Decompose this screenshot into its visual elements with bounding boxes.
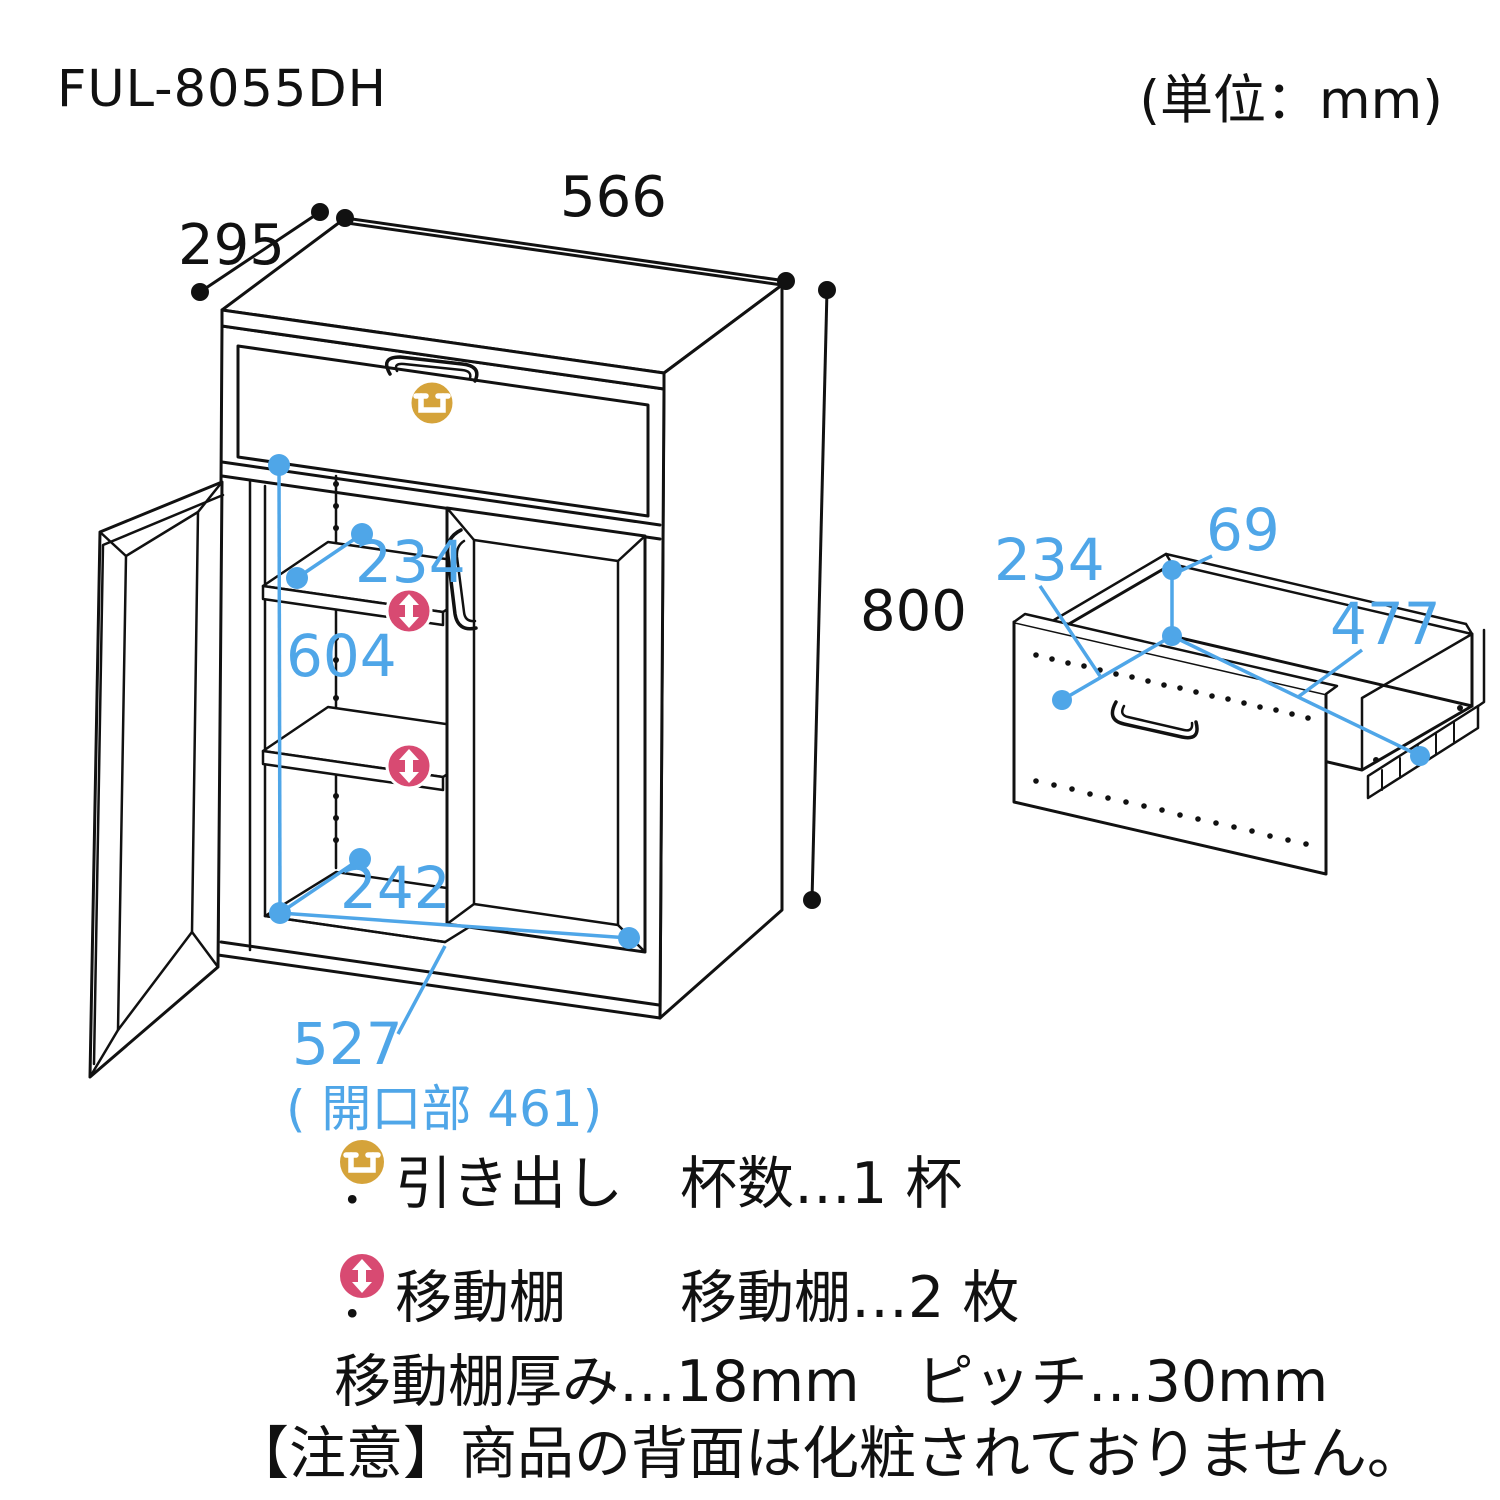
dim-label-depth: 295 (178, 213, 285, 278)
shelf-marker-icon-upper (385, 587, 433, 635)
movable-shelf-arrow-icon (340, 1254, 384, 1298)
dim-drawer-height-69 (1162, 554, 1213, 636)
label-inner-height: 604 (286, 622, 397, 690)
drawer-front-icon (340, 1140, 384, 1184)
dim-height-800 (803, 281, 836, 909)
label-floor-depth: 242 (340, 854, 451, 922)
label-drawer-depth: 234 (994, 526, 1105, 594)
dim-inner-height-604 (268, 454, 290, 914)
label-shelf-depth: 234 (355, 528, 466, 596)
drawer-front-panel (1012, 612, 1339, 876)
dim-inner-width-527 (269, 902, 640, 1035)
cabinet-outer-dimensions (191, 203, 836, 909)
legend-shelf-spec: 移動棚厚み…18mm ピッチ…30mm (334, 1349, 1329, 1415)
left-door-open (88, 480, 225, 1079)
model-number: FUL-8055DH (57, 60, 387, 119)
cabinet-drawing (88, 220, 784, 1079)
right-door (445, 506, 647, 954)
shelf-marker-icon-lower (385, 742, 433, 790)
cabinet-interior-dimensions (268, 454, 640, 1035)
label-inner-width: 527 (292, 1010, 403, 1078)
dim-label-height: 800 (860, 579, 967, 644)
dim-drawer-width-477 (1171, 634, 1430, 766)
drawer-handle (384, 355, 479, 383)
dim-shelf-depth-234 (286, 523, 373, 589)
label-opening: ( 開口部 461) (286, 1080, 602, 1138)
label-drawer-width: 477 (1330, 590, 1441, 658)
legend-row-drawer: ：引き出し 杯数…1 杯 (338, 1138, 962, 1220)
panel-dot-rows (1033, 652, 1311, 847)
dim-depth-295 (191, 203, 329, 301)
caution-note: 【注意】商品の背面は化粧されておりません。 (232, 1421, 1424, 1487)
dim-floor-depth-242 (279, 848, 371, 915)
drawer-detail-dimensions (1038, 554, 1430, 766)
shelf-pin-holes (333, 481, 339, 843)
unit-label: (単位：mm) (1139, 70, 1443, 131)
drawer-detail-handle (1110, 700, 1199, 740)
legend-drawer-label: ：引き出し 杯数…1 杯 (338, 1151, 963, 1217)
right-door-handle (445, 528, 478, 631)
label-drawer-height: 69 (1206, 496, 1280, 564)
dim-width-566 (336, 209, 795, 290)
dim-label-width: 566 (560, 165, 667, 230)
legend-row-shelf: ：移動棚 移動棚…2 枚 (338, 1252, 1019, 1334)
drawer-marker-icon (408, 379, 456, 427)
legend-shelf-label: ：移動棚 移動棚…2 枚 (338, 1265, 1020, 1331)
dim-drawer-depth-234 (1038, 585, 1182, 710)
